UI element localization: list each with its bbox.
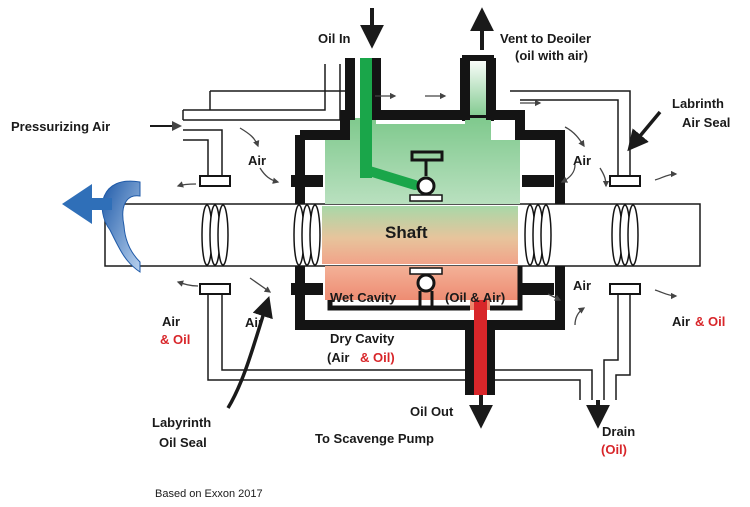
seal-outer-right <box>609 175 641 295</box>
oil-label-left: & Oil <box>160 332 190 347</box>
air-label-lower-mid: Air <box>245 315 263 330</box>
air-label-lower-right: Air <box>573 278 591 293</box>
air-label-left: Air <box>162 314 180 329</box>
dry-cavity-label: Dry Cavity <box>330 331 395 346</box>
lower-bearing <box>409 267 443 308</box>
air-seal-pointer-icon <box>627 110 662 152</box>
air-label-upper-right: Air <box>573 153 591 168</box>
oil-seal-label: Oil Seal <box>159 435 207 450</box>
flow-arrows <box>150 7 662 429</box>
oil-seal-pointer-icon <box>226 296 273 409</box>
oil-in-pipe <box>360 58 420 190</box>
labyrinth-seals <box>199 175 641 295</box>
wet-cavity-label: Wet Cavity <box>330 290 397 305</box>
seal-inner-left <box>291 175 323 295</box>
labyrinth-label: Labyrinth <box>152 415 211 430</box>
pressurizing-air-label: Pressurizing Air <box>11 119 110 134</box>
oil-in-label: Oil In <box>318 31 351 46</box>
seal-inner-right <box>522 175 554 295</box>
air-label-right: Air <box>672 314 690 329</box>
air-label-upper-left: Air <box>248 153 266 168</box>
shaft-label: Shaft <box>385 223 428 242</box>
scavenge-pump-label: To Scavenge Pump <box>315 431 434 446</box>
credit-text: Based on Exxon 2017 <box>155 488 263 500</box>
oil-and-air-label: (Oil & Air) <box>445 290 505 305</box>
oil-out-label: Oil Out <box>410 404 454 419</box>
vent-sublabel: (oil with air) <box>515 48 588 63</box>
air-flow-arrows <box>176 92 678 326</box>
dry-cavity-sub-oil: & Oil) <box>360 350 395 365</box>
oil-out-pipe <box>474 300 487 395</box>
drain-oil-label: (Oil) <box>601 442 627 457</box>
upper-bearing <box>409 150 444 202</box>
bearing-housing <box>295 58 565 395</box>
drain-label: Drain <box>602 424 635 439</box>
air-seal-label: Air Seal <box>682 115 730 130</box>
labrinth-label: Labrinth <box>672 96 724 111</box>
vent-label: Vent to Deoiler <box>500 31 591 46</box>
rotation-arrow-icon <box>62 180 141 273</box>
dry-cavity-sub-air: (Air <box>327 350 349 365</box>
oil-label-right: & Oil <box>695 314 725 329</box>
seal-outer-left <box>199 175 231 295</box>
